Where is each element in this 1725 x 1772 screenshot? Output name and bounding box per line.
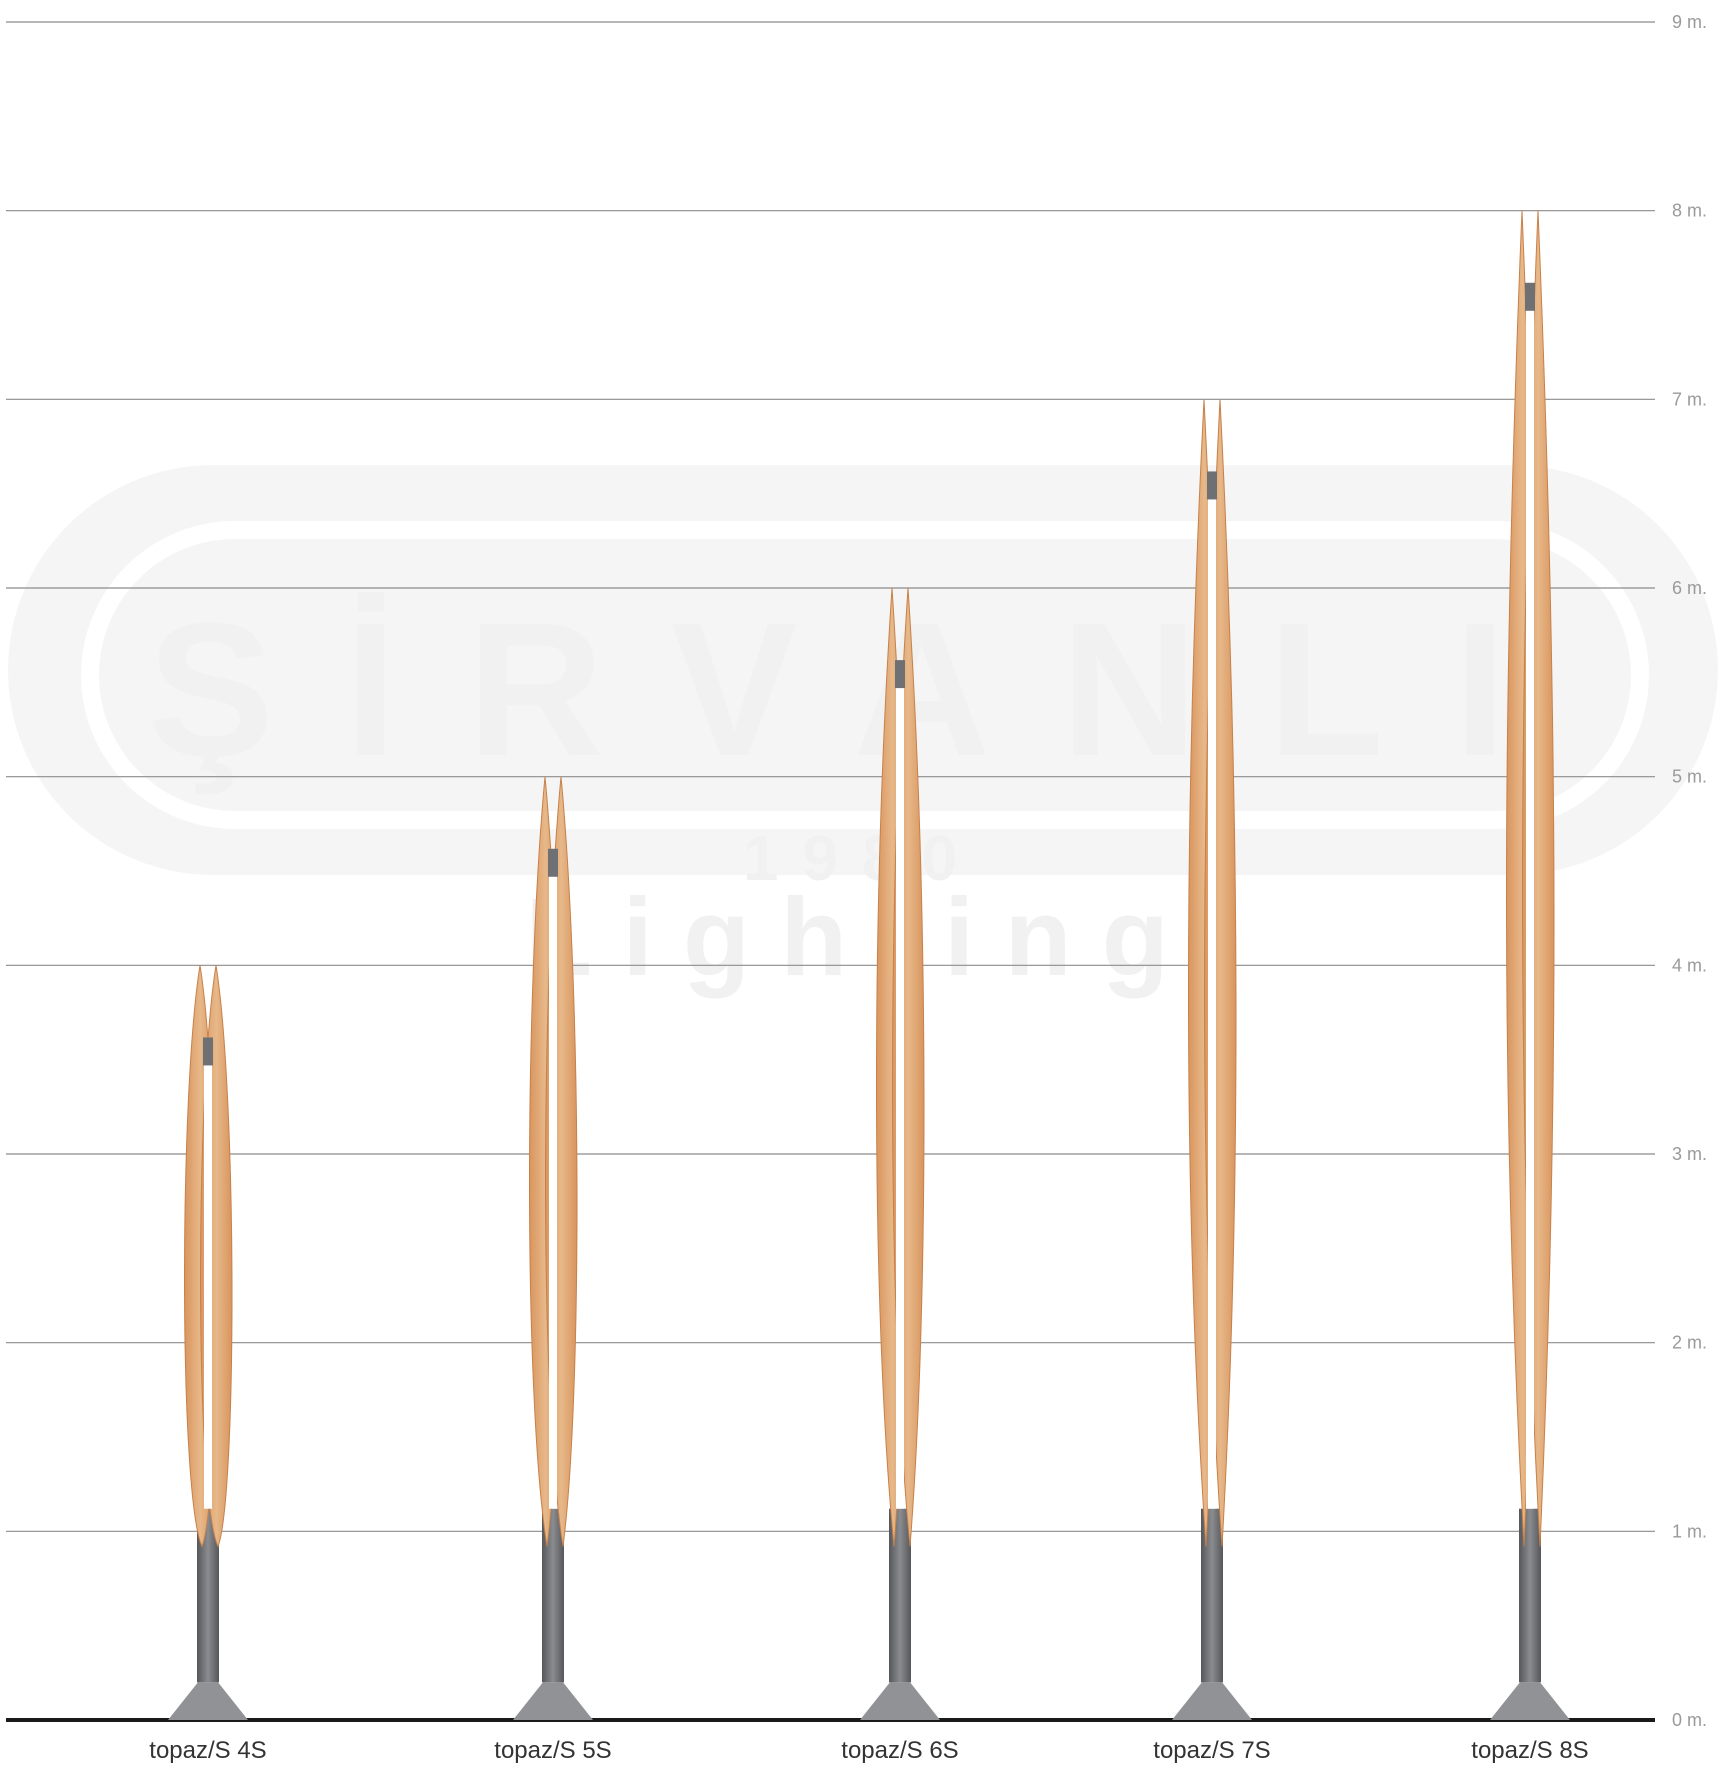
pole-top-cap [1207,471,1217,500]
gridlines [6,21,1655,1722]
watermark-badge-inner-ring [81,521,1649,829]
pole-led-strip [549,874,557,1509]
y-tick-label: 2 m. [1672,1333,1707,1353]
pole-led-strip [896,686,904,1509]
pole-marks [168,210,1570,1720]
y-tick-label: 1 m. [1672,1521,1707,1541]
brand-watermark: ŞİRVANLI 1980 Lighting [8,465,1718,999]
y-tick-label: 7 m. [1672,389,1707,409]
pole-column [197,1508,219,1683]
pole-base [1172,1682,1252,1720]
x-axis-label: topaz/S 6S [841,1737,958,1764]
watermark-brand: ŞİRVANLI [147,584,1576,796]
y-axis-tick-labels: 0 m. 1 m. 2 m. 3 m. 4 m. 5 m. 6 m. 7 m. 8 m. 9 m. [1672,12,1707,1730]
pole-base [1490,1682,1570,1720]
pole-led-strip [204,1063,212,1509]
pole-led-strip [1208,497,1216,1509]
y-tick-label: 6 m. [1672,578,1707,598]
x-axis-label: topaz/S 5S [494,1737,611,1764]
pole-top-cap [548,848,558,877]
x-axis-labels: topaz/S 4S topaz/S 5S topaz/S 6S topaz/S 7S… [149,1737,1588,1764]
pole-2 [513,776,593,1720]
y-tick-label: 5 m. [1672,767,1707,787]
pole-column [1201,1508,1223,1683]
pole-top-cap [1525,282,1535,311]
pole-3 [860,587,940,1720]
x-axis-label: topaz/S 4S [149,1737,266,1764]
y-tick-label: 9 m. [1672,12,1707,32]
y-tick-label: 0 m. [1672,1710,1707,1730]
x-axis-label: topaz/S 8S [1471,1737,1588,1764]
pole-top-cap [203,1037,213,1066]
pole-4 [1172,399,1252,1720]
pole-base [168,1682,248,1720]
pole-1 [168,965,248,1720]
y-tick-label: 8 m. [1672,201,1707,221]
pole-column [542,1508,564,1683]
watermark-tagline: Lighting [525,876,1199,999]
x-axis-label: topaz/S 7S [1153,1737,1270,1764]
pole-column [889,1508,911,1683]
pole-top-cap [895,660,905,689]
pole-base [513,1682,593,1720]
pole-base [860,1682,940,1720]
pole-column [1519,1508,1541,1683]
y-tick-label: 4 m. [1672,955,1707,975]
pole-led-strip [1526,308,1534,1509]
watermark-badge-outer [8,465,1718,875]
pole-5 [1490,210,1570,1720]
y-tick-label: 3 m. [1672,1144,1707,1164]
